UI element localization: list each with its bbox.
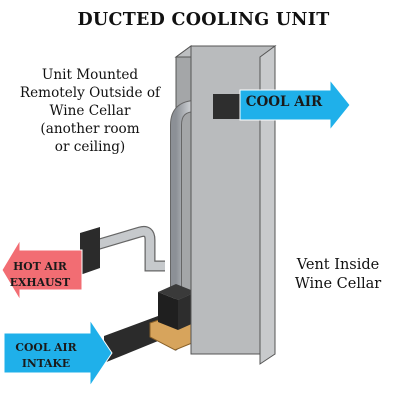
wall-right-face	[259, 45, 276, 365]
cool-air-arrow	[239, 78, 351, 132]
hot-air-exhaust-arrow	[1, 238, 83, 302]
note-line: Remotely Outside of	[19, 85, 161, 101]
cool-air-intake-label: COOL AIR INTAKE	[6, 340, 86, 372]
note-line: or ceiling)	[54, 139, 126, 155]
cooling-unit-top	[158, 284, 196, 300]
note-line: (another room	[40, 121, 140, 137]
note-line: Wine Cellar	[294, 276, 382, 292]
cool-air-vent-grille	[213, 94, 241, 119]
cool-air-label: COOL AIR	[245, 94, 323, 110]
vent-inside-note: Vent Inside Wine Cellar	[278, 256, 398, 294]
exhaust-vent-plate	[80, 227, 100, 275]
diagram-title: DUCTED COOLING UNIT	[77, 10, 330, 30]
label-line: INTAKE	[21, 357, 71, 370]
label-line: EXHAUST	[9, 276, 71, 289]
unit-mounted-note: Unit Mounted Remotely Outside of Wine Ce…	[2, 66, 178, 156]
note-line: Vent Inside	[296, 257, 380, 273]
cool-air-intake-arrow	[3, 318, 113, 388]
note-line: Wine Cellar	[49, 103, 131, 119]
label-line: HOT AIR	[13, 260, 67, 273]
hot-air-exhaust-label: HOT AIR EXHAUST	[8, 259, 72, 291]
label-line: COOL AIR	[15, 341, 77, 354]
intake-vent-plate	[104, 316, 158, 363]
note-line: Unit Mounted	[41, 67, 139, 83]
cooling-unit-front	[158, 292, 178, 330]
